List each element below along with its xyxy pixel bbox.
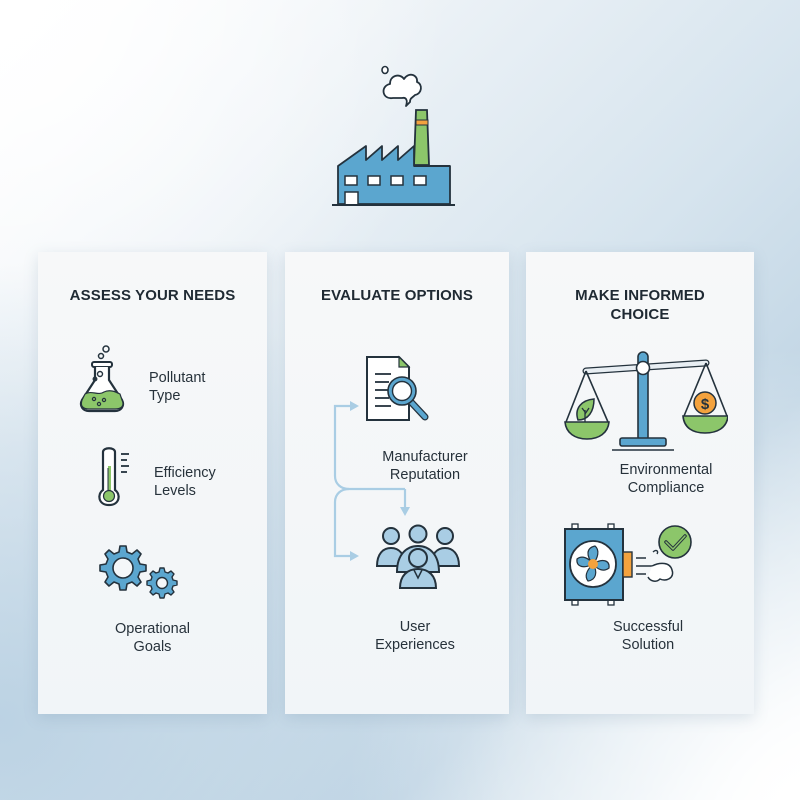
label-line: Environmental (619, 462, 713, 478)
label-line: Efficiency (154, 465, 216, 481)
flow-arrows (333, 401, 410, 561)
label-line: Manufacturer (382, 449, 468, 465)
item-label-pollutant-type: Pollutant Type (149, 369, 205, 405)
label-line: Successful (612, 619, 684, 635)
document-search-icon (366, 355, 429, 421)
item-label-user-experiences: User Experiences (345, 618, 485, 654)
factory-icon (332, 65, 455, 206)
item-label-efficiency-levels: Efficiency Levels (154, 464, 216, 500)
item-label-successful-solution: Successful Solution (578, 618, 718, 654)
label-line: Reputation (389, 467, 461, 483)
air-purifier-check-icon (564, 523, 692, 606)
label-line: Pollutant (149, 370, 206, 386)
gears-icon (99, 545, 178, 599)
label-line: Experiences (375, 637, 455, 653)
balance-scale-icon: $ (564, 351, 728, 451)
item-label-manufacturer-reputation: Manufacturer Reputation (355, 448, 495, 484)
card-make-informed-choice: MAKE INFORMED CHOICE $ Environmental Com… (526, 252, 754, 714)
label-line: Levels (154, 483, 196, 499)
label-line: Type (149, 388, 181, 404)
card-evaluate-options: EVALUATE OPTIONS Manufacturer Reputation (285, 252, 509, 714)
card-title: ASSESS YOUR NEEDS (69, 287, 236, 304)
card-title: EVALUATE OPTIONS (321, 287, 473, 304)
title-line: CHOICE (610, 306, 670, 323)
label-line: Goals (133, 639, 172, 655)
title-line: MAKE INFORMED (575, 287, 705, 304)
card-title: MAKE INFORMED CHOICE (526, 286, 754, 324)
item-label-operational-goals: Operational Goals (38, 620, 267, 656)
card-assess-needs: ASSESS YOUR NEEDS Pollutant Type Efficie… (38, 252, 267, 714)
users-group-icon (375, 524, 461, 589)
label-line: Solution (621, 637, 675, 653)
item-label-environmental-compliance: Environmental Compliance (576, 461, 756, 497)
flask-icon (79, 345, 125, 413)
svg-text:$: $ (701, 396, 710, 413)
label-line: Operational (115, 621, 190, 637)
label-line: Compliance (627, 480, 705, 496)
label-line: User (399, 619, 431, 635)
thermometer-icon (98, 447, 129, 507)
